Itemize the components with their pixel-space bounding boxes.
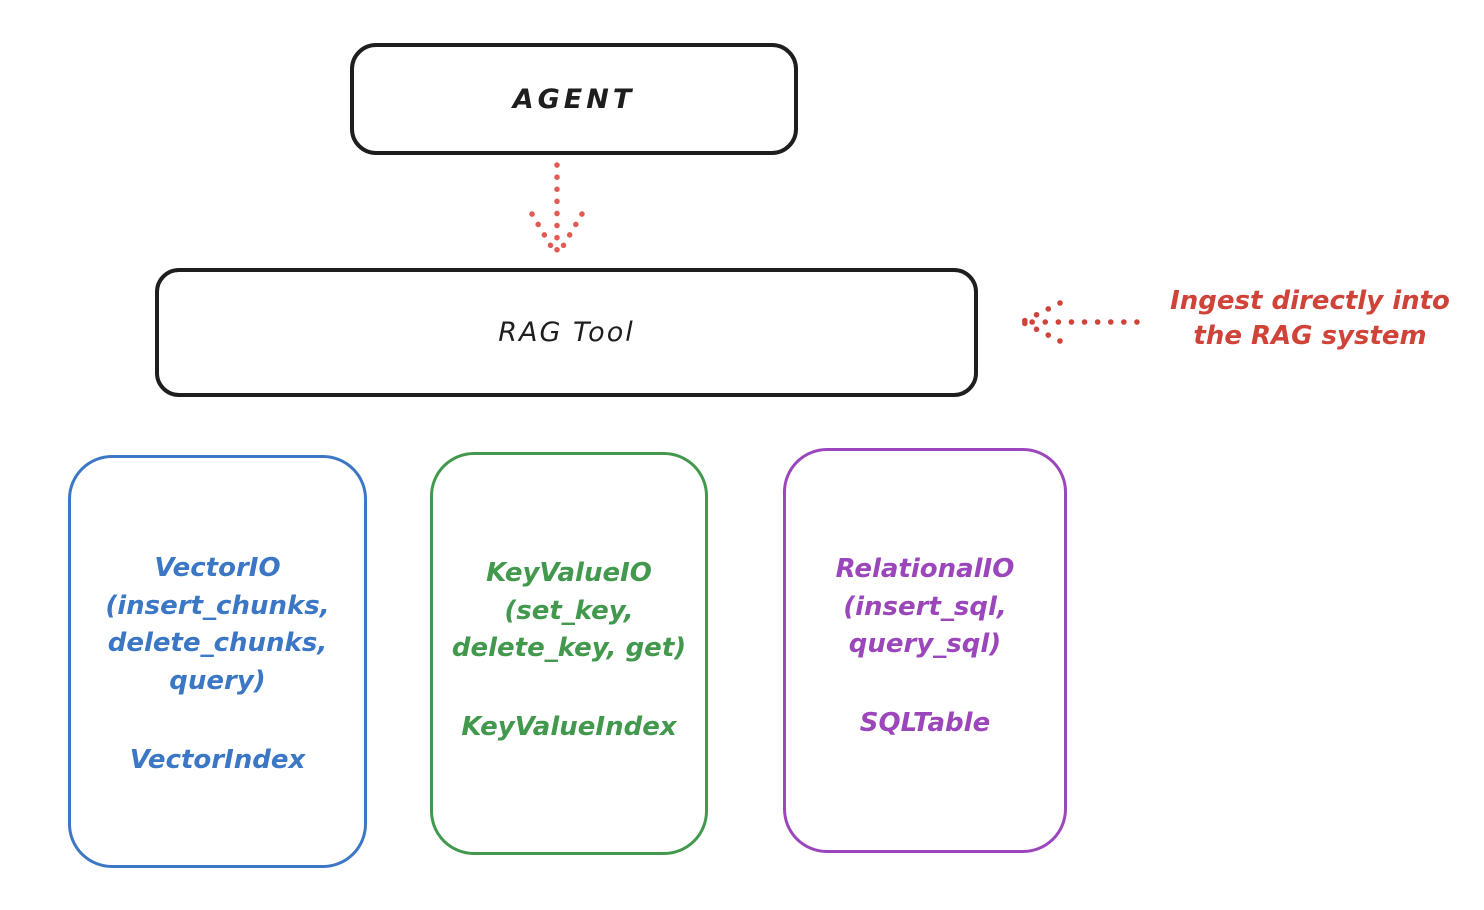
- keyvalue-io-body: KeyValueIO (set_key, delete_key, get): [451, 558, 687, 664]
- rag-tool-box: RAG Tool: [155, 268, 978, 397]
- keyvalue-io-box: KeyValueIO (set_key, delete_key, get) Ke…: [430, 452, 708, 855]
- agent-to-rag-arrow-icon: [529, 162, 585, 257]
- keyvalue-index-label: KeyValueIndex: [461, 712, 677, 743]
- rag-tool-label: RAG Tool: [498, 317, 635, 348]
- ingest-arrow-icon: [1021, 300, 1140, 344]
- ingest-annotation: Ingest directly into the RAG system: [1170, 286, 1450, 351]
- agent-box: AGENT: [350, 43, 798, 155]
- sql-table-label: SQLTable: [859, 708, 991, 739]
- vector-io-body: VectorIO (insert_chunks, delete_chunks, …: [105, 553, 330, 697]
- vector-io-box: VectorIO (insert_chunks, delete_chunks, …: [68, 455, 367, 868]
- relational-io-box: RelationalIO (insert_sql, query_sql) SQL…: [783, 448, 1067, 853]
- vector-index-label: VectorIndex: [129, 744, 306, 775]
- agent-label: AGENT: [512, 83, 636, 115]
- relational-io-body: RelationalIO (insert_sql, query_sql): [835, 554, 1015, 660]
